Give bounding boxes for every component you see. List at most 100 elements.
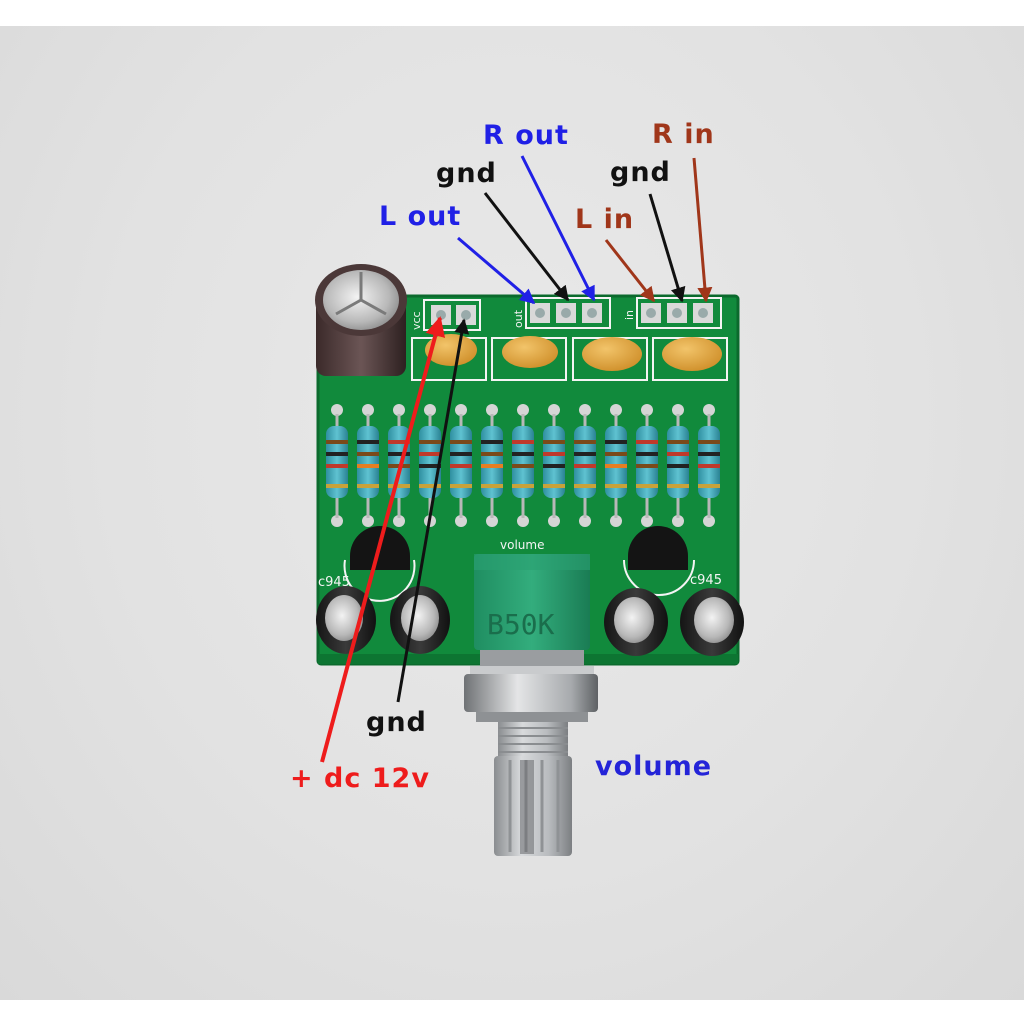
resistor (641, 515, 653, 527)
resistor (362, 404, 374, 416)
annotation-arrows (320, 155, 713, 763)
resistor (388, 440, 410, 444)
resistor (512, 452, 534, 456)
large-capacitor (315, 264, 407, 376)
potentiometer-marking: B50K (487, 608, 555, 641)
resistor (419, 452, 441, 456)
resistor (331, 515, 343, 527)
resistor (605, 484, 627, 488)
resistor (636, 484, 658, 488)
resistor (641, 404, 653, 416)
transistor-right: c945 (623, 526, 722, 596)
l-in-label: L in (575, 204, 635, 235)
resistor (455, 404, 467, 416)
resistor (357, 464, 379, 468)
resistor (517, 515, 529, 527)
power-label: + dc 12v (290, 763, 430, 794)
resistor (667, 452, 689, 456)
resistor (326, 440, 348, 444)
gnd-out-label: gnd (436, 158, 497, 189)
gnd-power-label: gnd (366, 707, 427, 738)
resistor (357, 484, 379, 488)
resistor (481, 484, 503, 488)
resistor (326, 452, 348, 456)
resistor (698, 440, 720, 444)
header-in-label: in (623, 310, 636, 320)
resistor (574, 464, 596, 468)
transistor-right-label: c945 (690, 573, 722, 588)
resistor (450, 440, 472, 444)
resistor (605, 464, 627, 468)
header-in: in (623, 297, 722, 329)
header-vcc-label: vcc (410, 311, 423, 330)
resistor (450, 464, 472, 468)
header-out-label: out (512, 309, 525, 328)
resistor (574, 440, 596, 444)
resistor (419, 484, 441, 488)
resistor (481, 440, 503, 444)
resistor (667, 464, 689, 468)
resistor (548, 404, 560, 416)
resistor (543, 484, 565, 488)
resistor (579, 515, 591, 527)
transistor-left-label: c945 (318, 575, 350, 590)
resistor (450, 484, 472, 488)
resistor (357, 452, 379, 456)
resistor (703, 404, 715, 416)
resistor (574, 484, 596, 488)
resistor (326, 464, 348, 468)
volume-label: volume (595, 751, 713, 782)
resistor (393, 515, 405, 527)
resistor (331, 404, 343, 416)
resistor (419, 440, 441, 444)
resistor (698, 484, 720, 488)
resistor (579, 404, 591, 416)
small-capacitors (316, 586, 744, 656)
resistor (605, 440, 627, 444)
resistor (636, 464, 658, 468)
resistor (667, 440, 689, 444)
resistor (481, 452, 503, 456)
resistor (512, 484, 534, 488)
resistor (543, 452, 565, 456)
resistor (486, 515, 498, 527)
resistor (362, 515, 374, 527)
resistor (548, 515, 560, 527)
resistor (450, 452, 472, 456)
resistor (393, 404, 405, 416)
ceramic-capacitors (411, 334, 728, 381)
resistor (636, 452, 658, 456)
resistor (698, 464, 720, 468)
resistor (486, 404, 498, 416)
resistor (698, 452, 720, 456)
resistor (543, 464, 565, 468)
volume-silk-label: volume (500, 538, 544, 552)
resistor (574, 452, 596, 456)
resistor (517, 404, 529, 416)
resistor (512, 464, 534, 468)
resistor (672, 404, 684, 416)
resistor (703, 515, 715, 527)
resistor (388, 484, 410, 488)
resistor (455, 515, 467, 527)
resistor (357, 440, 379, 444)
resistor (667, 484, 689, 488)
resistor (605, 452, 627, 456)
r-in-label: R in (652, 119, 715, 150)
resistor (636, 440, 658, 444)
resistor (388, 452, 410, 456)
resistor (512, 440, 534, 444)
resistor (424, 404, 436, 416)
potentiometer: volume B50K (464, 538, 598, 856)
resistor (326, 484, 348, 488)
l-out-label: L out (379, 201, 462, 232)
resistor (610, 515, 622, 527)
resistor (419, 464, 441, 468)
resistor (672, 515, 684, 527)
r-out-label: R out (483, 120, 569, 151)
resistor (481, 464, 503, 468)
gnd-in-label: gnd (610, 157, 671, 188)
resistor (610, 404, 622, 416)
resistor (543, 440, 565, 444)
